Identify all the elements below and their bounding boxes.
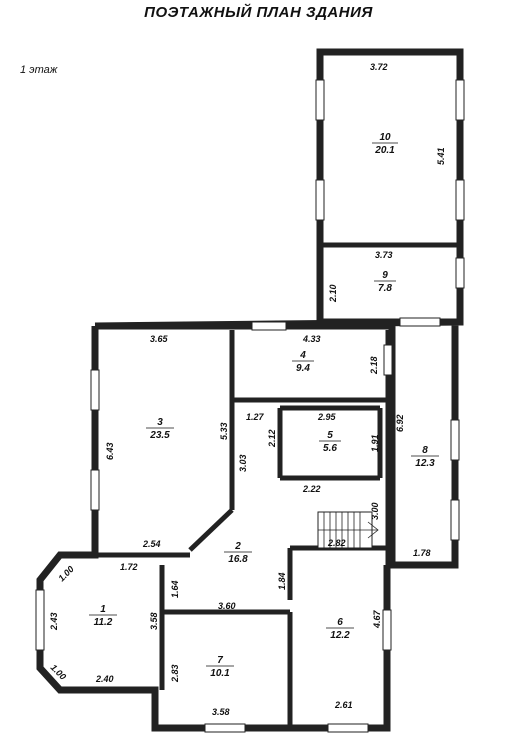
room-number-3: 3 (157, 417, 163, 428)
plan-title: ПОЭТАЖНЫЙ ПЛАН ЗДАНИЯ (144, 4, 373, 21)
room-area-4: 9.4 (296, 363, 310, 374)
dimension-label: 4.67 (372, 609, 382, 629)
room-area-9: 7.8 (378, 283, 392, 294)
dimension-label: 5.33 (219, 422, 229, 440)
room-number-6: 6 (337, 617, 343, 628)
dimension-label: 2.12 (267, 429, 277, 448)
dimension-label: 6.92 (395, 414, 405, 432)
dimension-label: 2.40 (95, 674, 114, 684)
dimension-label: 3.03 (238, 454, 248, 472)
room-area-5: 5.6 (323, 443, 337, 454)
dimension-label: 1.91 (370, 434, 380, 452)
room-area-10: 20.1 (374, 145, 395, 156)
room-number-10: 10 (379, 132, 391, 143)
room-number-9: 9 (382, 270, 388, 281)
room-number-2: 2 (234, 541, 241, 552)
dimension-label: 2.43 (49, 612, 59, 631)
dimension-label: 3.00 (370, 502, 380, 520)
room-area-8: 12.3 (415, 458, 435, 469)
room-area-6: 12.2 (330, 630, 350, 641)
room-area-3: 23.5 (149, 430, 170, 441)
dimension-label: 2.61 (334, 700, 353, 710)
dimension-label: 1.00 (56, 564, 75, 583)
floor-label: 1 этаж (20, 64, 58, 76)
dimension-label: 3.65 (150, 334, 169, 344)
partitions (95, 242, 460, 728)
dimension-label: 2.82 (327, 538, 346, 548)
dimension-label: 1.84 (277, 572, 287, 590)
room-number-4: 4 (299, 350, 306, 361)
dimension-label: 6.43 (105, 442, 115, 460)
stairs (317, 511, 379, 549)
dimension-label: 2.18 (369, 356, 379, 375)
dimension-label: 3.72 (370, 62, 388, 72)
dimension-label: 3.60 (218, 601, 236, 611)
room-labels: 10 20.1 9 7.8 4 9.4 3 23.5 5 5.6 8 12.3 … (89, 132, 439, 679)
dimension-label: 3.58 (212, 707, 230, 717)
dimension-label: 3.73 (375, 250, 393, 260)
room-number-5: 5 (327, 430, 333, 441)
dimension-label: 4.33 (302, 334, 321, 344)
room-number-8: 8 (422, 445, 428, 456)
outer-walls (36, 48, 464, 732)
dimension-label: 1.64 (170, 580, 180, 598)
windows (35, 79, 465, 733)
dimension-label: 1.78 (413, 548, 431, 558)
dimension-label: 1.72 (120, 562, 138, 572)
dimension-label: 2.54 (142, 539, 161, 549)
dimension-label: 3.58 (149, 612, 159, 630)
dimension-labels: 3.72 5.41 3.73 2.10 3.65 4.33 2.18 6.43 … (49, 62, 446, 717)
dimension-label: 5.41 (436, 147, 446, 165)
dimension-label: 2.22 (302, 484, 321, 494)
room-number-1: 1 (100, 604, 106, 615)
room-area-1: 11.2 (94, 617, 113, 628)
room-number-7: 7 (217, 655, 223, 666)
dimension-label: 2.10 (328, 284, 338, 303)
dimension-label: 2.95 (317, 412, 337, 422)
dimension-label: 2.83 (170, 664, 180, 683)
room-area-2: 16.8 (228, 554, 248, 565)
dimension-label: 1.27 (246, 412, 265, 422)
room-area-7: 10.1 (210, 668, 230, 679)
